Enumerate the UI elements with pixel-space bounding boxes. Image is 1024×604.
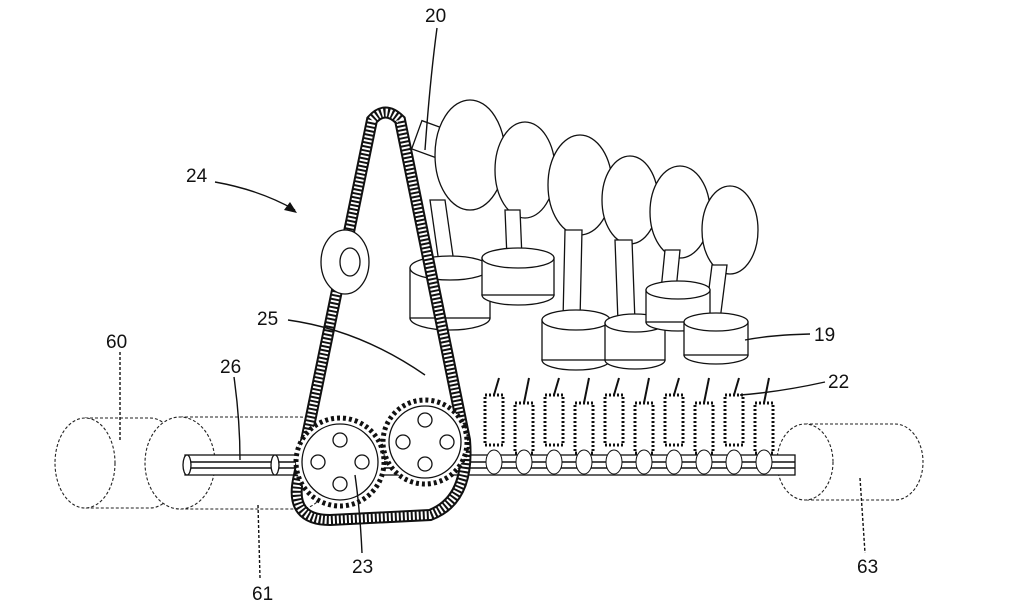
rocker-arm (673, 377, 680, 396)
valve-spring (693, 401, 715, 455)
leader-lines (119, 27, 866, 579)
label-19: 19 (814, 325, 835, 346)
cam-lobe (545, 449, 563, 475)
cam-lobe (695, 449, 713, 475)
label-63: 63 (857, 557, 878, 578)
rocker-arm (643, 377, 650, 404)
cam-lobe (635, 449, 653, 475)
label-24: 24 (186, 166, 208, 187)
rocker-arm (493, 377, 500, 396)
cam-lobe (725, 449, 743, 475)
idler-pulley (320, 229, 370, 295)
valve-spring (573, 401, 595, 455)
gears-23 (293, 397, 470, 509)
valve-spring (513, 401, 535, 455)
valve-spring (663, 393, 685, 447)
valve-spring (633, 401, 655, 455)
rocker-arm (703, 377, 710, 404)
label-61: 61 (252, 584, 273, 604)
valve-spring (483, 393, 505, 447)
label-25: 25 (257, 309, 278, 330)
valve-train-22 (483, 377, 775, 475)
cam-lobe (605, 449, 623, 475)
cam-lobe (755, 449, 773, 475)
cam-lobe (515, 449, 533, 475)
pistons-19 (409, 247, 749, 371)
valve-spring (723, 393, 745, 447)
cam-lobe (665, 449, 683, 475)
rocker-arm (763, 377, 770, 404)
cam-lobe (485, 449, 503, 475)
label-26: 26 (220, 357, 241, 378)
valve-spring (543, 393, 565, 447)
rocker-arm (613, 377, 620, 396)
rocker-arm (523, 377, 530, 404)
valve-spring (753, 401, 775, 455)
crankshaft-20 (410, 99, 759, 275)
belt-24 (290, 106, 472, 527)
rocker-arm (553, 377, 560, 396)
label-20: 20 (425, 6, 446, 27)
label-22: 22 (828, 372, 849, 393)
cylinder-63 (776, 423, 924, 501)
cam-lobe (575, 449, 593, 475)
label-23: 23 (352, 557, 373, 578)
valve-spring (603, 393, 625, 447)
label-60: 60 (106, 332, 127, 353)
rocker-arm (733, 377, 740, 396)
rocker-arm (583, 377, 590, 404)
